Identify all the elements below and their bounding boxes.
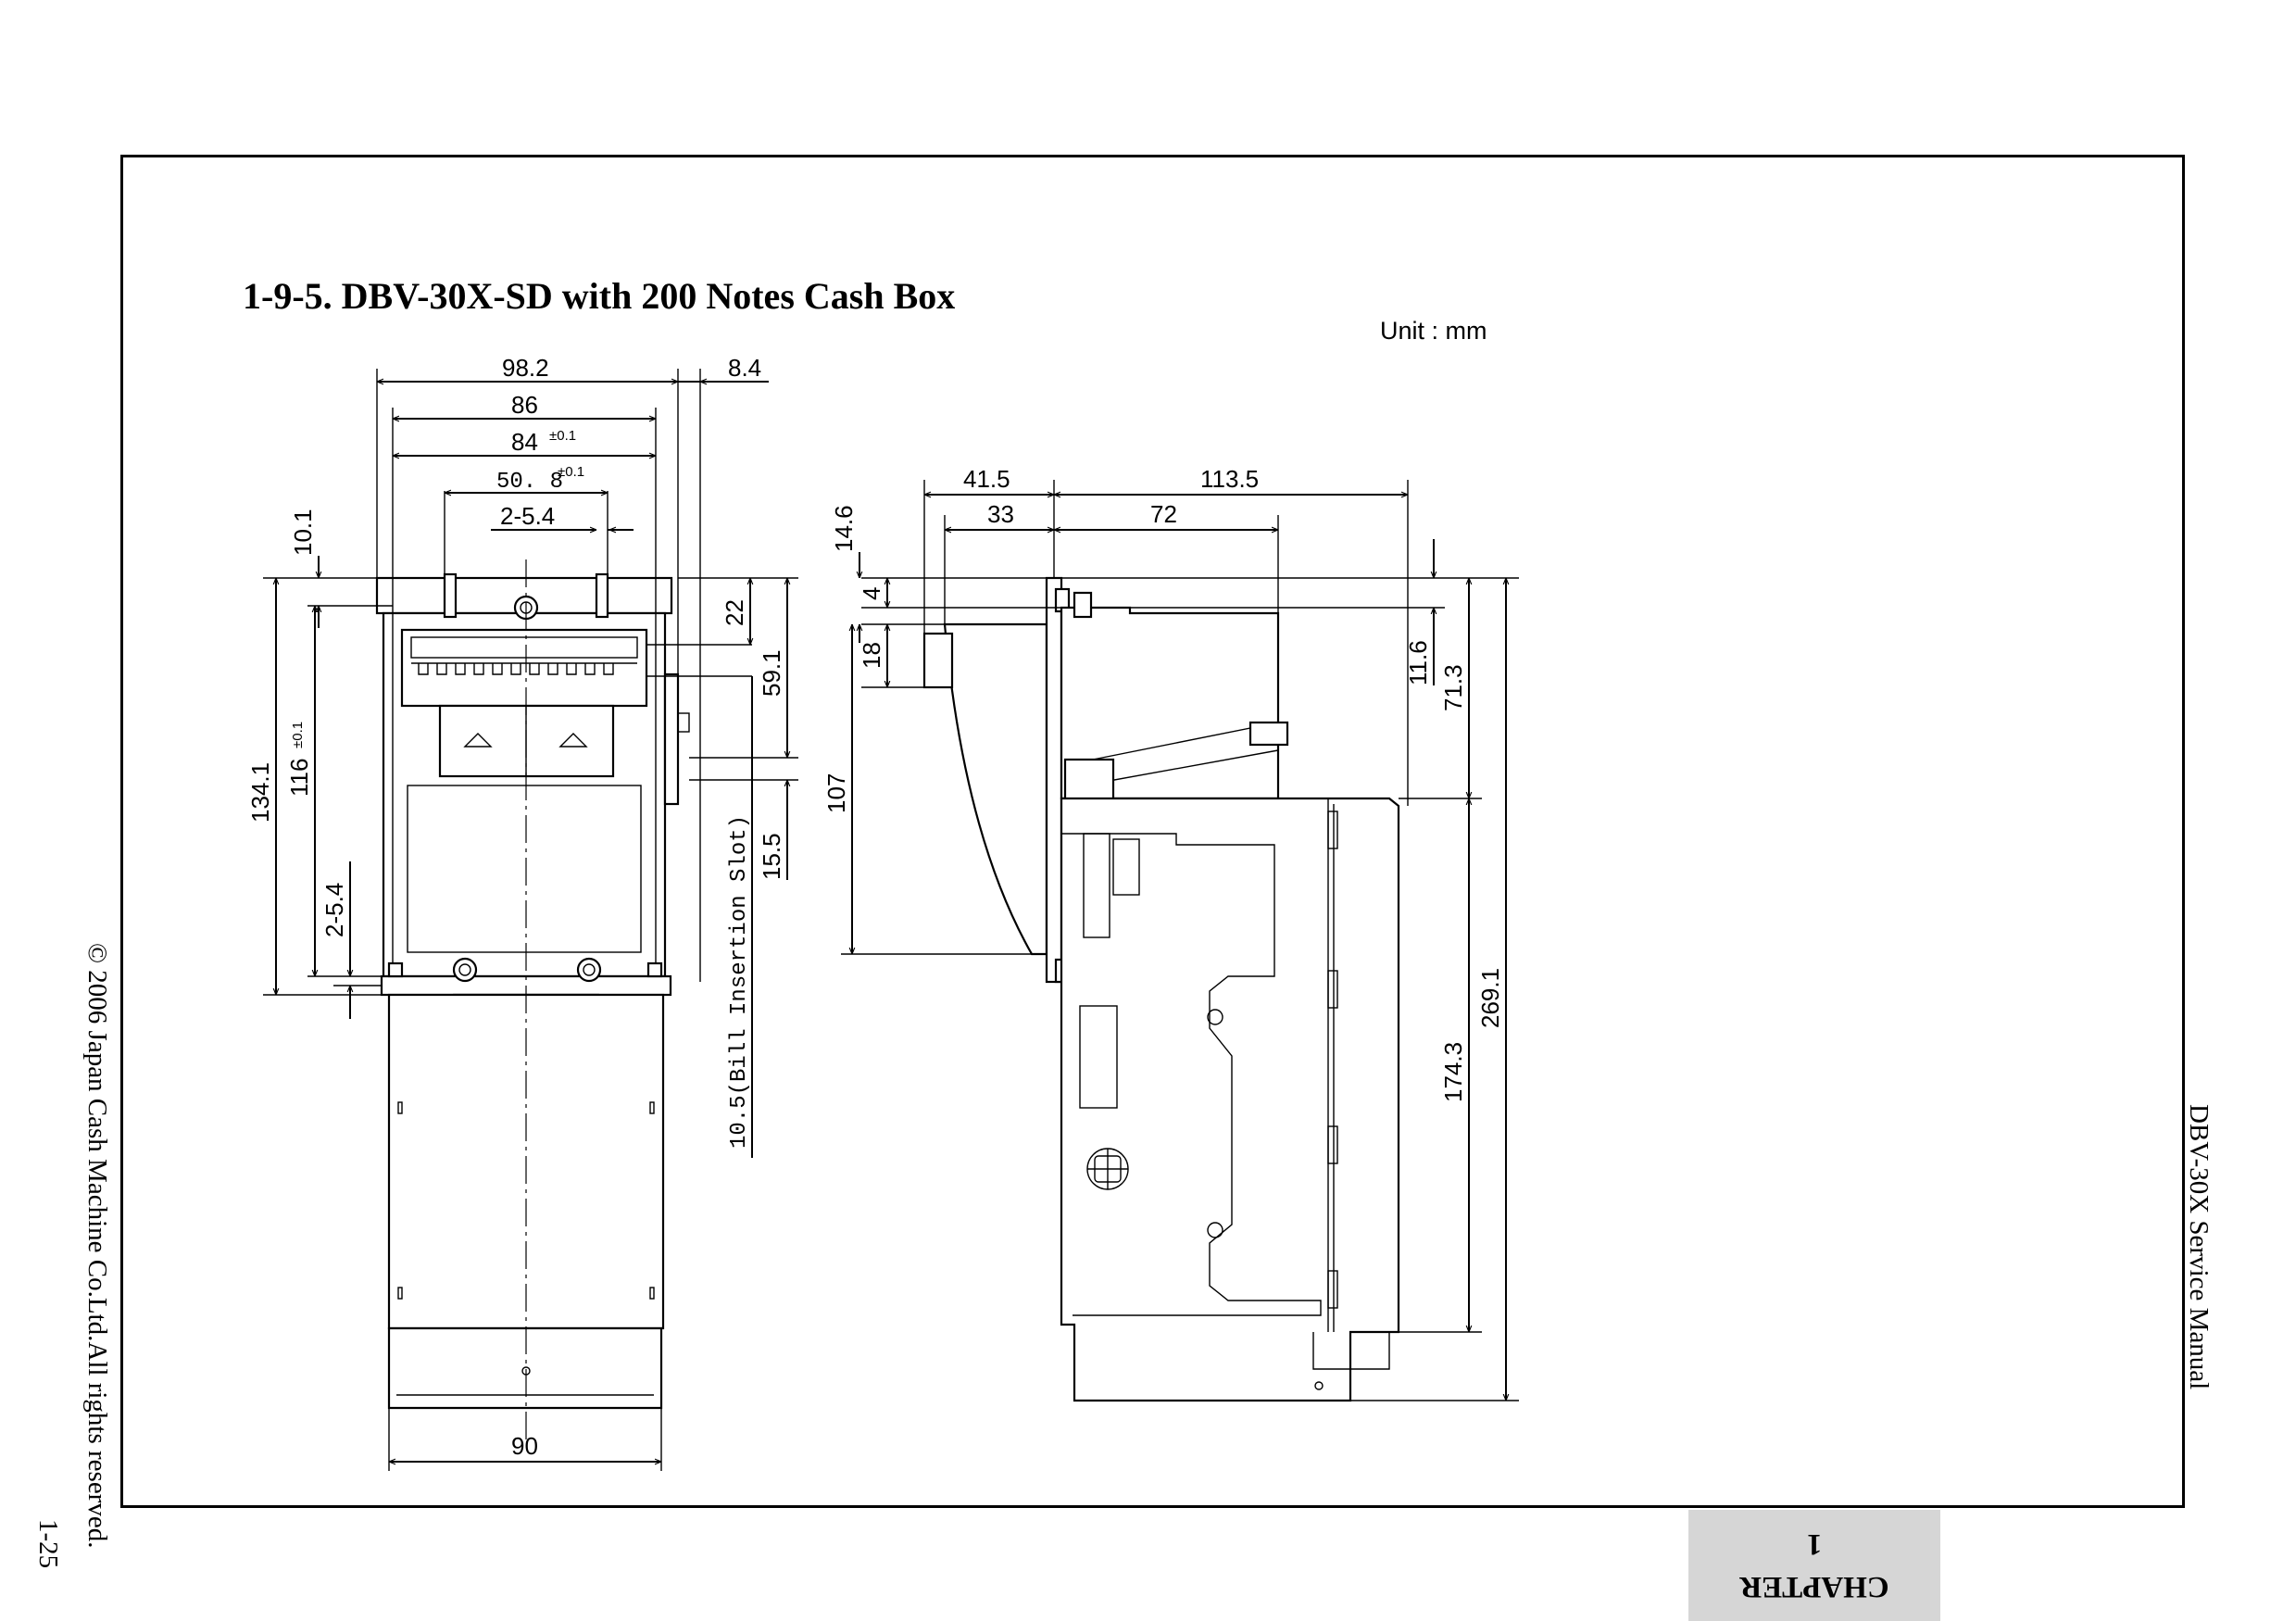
side-mount-plate <box>1045 576 1063 984</box>
dim-116: 116 <box>285 759 313 797</box>
chapter-tab[interactable]: CHAPTER 1 <box>1688 1510 1940 1621</box>
dim-2-5-4-side: 2-5.4 <box>320 883 348 937</box>
side-view-dimensions: 41.5 113.5 33 72 14.6 4 18 107 <box>822 465 1519 1401</box>
bezel-teeth <box>418 663 614 675</box>
bill-slot-bezel <box>400 628 648 708</box>
front-lower-panel <box>407 785 642 953</box>
lock-icon <box>1086 1148 1129 1190</box>
section-title: 1-9-5. DBV-30X-SD with 200 Notes Cash Bo… <box>243 275 956 317</box>
dim-15-5: 15.5 <box>758 833 785 880</box>
drawing-frame <box>120 155 2185 1508</box>
side-window <box>1079 1005 1118 1109</box>
dim-269-1: 269.1 <box>1476 968 1504 1028</box>
dim-10-1: 10.1 <box>289 509 317 556</box>
dim-41-5: 41.5 <box>963 465 1010 493</box>
dim-107: 107 <box>822 773 850 813</box>
dim-113-5: 113.5 <box>1200 465 1259 493</box>
dim-14-6: 14.6 <box>830 505 858 552</box>
dim-11-6: 11.6 <box>1404 640 1432 685</box>
dim-8-4: 8.4 <box>728 354 761 382</box>
dim-90: 90 <box>511 1432 538 1460</box>
dim-18: 18 <box>858 642 885 669</box>
dim-50-8-tolerance: ±0.1 <box>558 464 584 480</box>
dim-59-1: 59.1 <box>758 649 785 697</box>
dim-bill-insertion-slot: 10.5(Bill Insertion Slot) <box>727 815 752 1149</box>
side-cash-box <box>1060 797 1400 1402</box>
front-view <box>375 559 690 1445</box>
dim-2-5-4-top: 2-5.4 <box>500 502 555 530</box>
side-sensor-block <box>1063 758 1115 806</box>
dim-72: 72 <box>1150 500 1177 528</box>
dim-4: 4 <box>858 587 885 600</box>
up-arrow-icon <box>463 733 493 748</box>
dim-22: 22 <box>721 599 748 626</box>
dim-50-8: 50. 8 <box>496 470 563 495</box>
dim-174-3: 174.3 <box>1439 1042 1467 1102</box>
unit-label: Unit : mm <box>1380 317 1487 345</box>
dim-33: 33 <box>987 500 1014 528</box>
up-arrow-icon <box>558 733 588 748</box>
dim-86: 86 <box>511 391 538 419</box>
front-side-part <box>663 672 680 806</box>
dim-84: 84 <box>511 428 538 456</box>
side-bezel <box>943 622 1048 956</box>
dim-116-tolerance: ±0.1 <box>290 722 306 748</box>
screw-icon <box>576 957 602 983</box>
cash-box-cover <box>387 1326 663 1410</box>
dim-71-3: 71.3 <box>1439 664 1467 711</box>
dim-134-1: 134.1 <box>246 762 274 823</box>
dim-84-tolerance: ±0.1 <box>549 428 576 444</box>
screw-icon <box>452 957 478 983</box>
front-view-dimensions: 98.2 8.4 86 84 ±0.1 50. 8 ±0.1 2-5.4 10.… <box>246 354 798 1471</box>
dim-98-2: 98.2 <box>502 354 549 382</box>
side-view <box>922 576 1519 1402</box>
